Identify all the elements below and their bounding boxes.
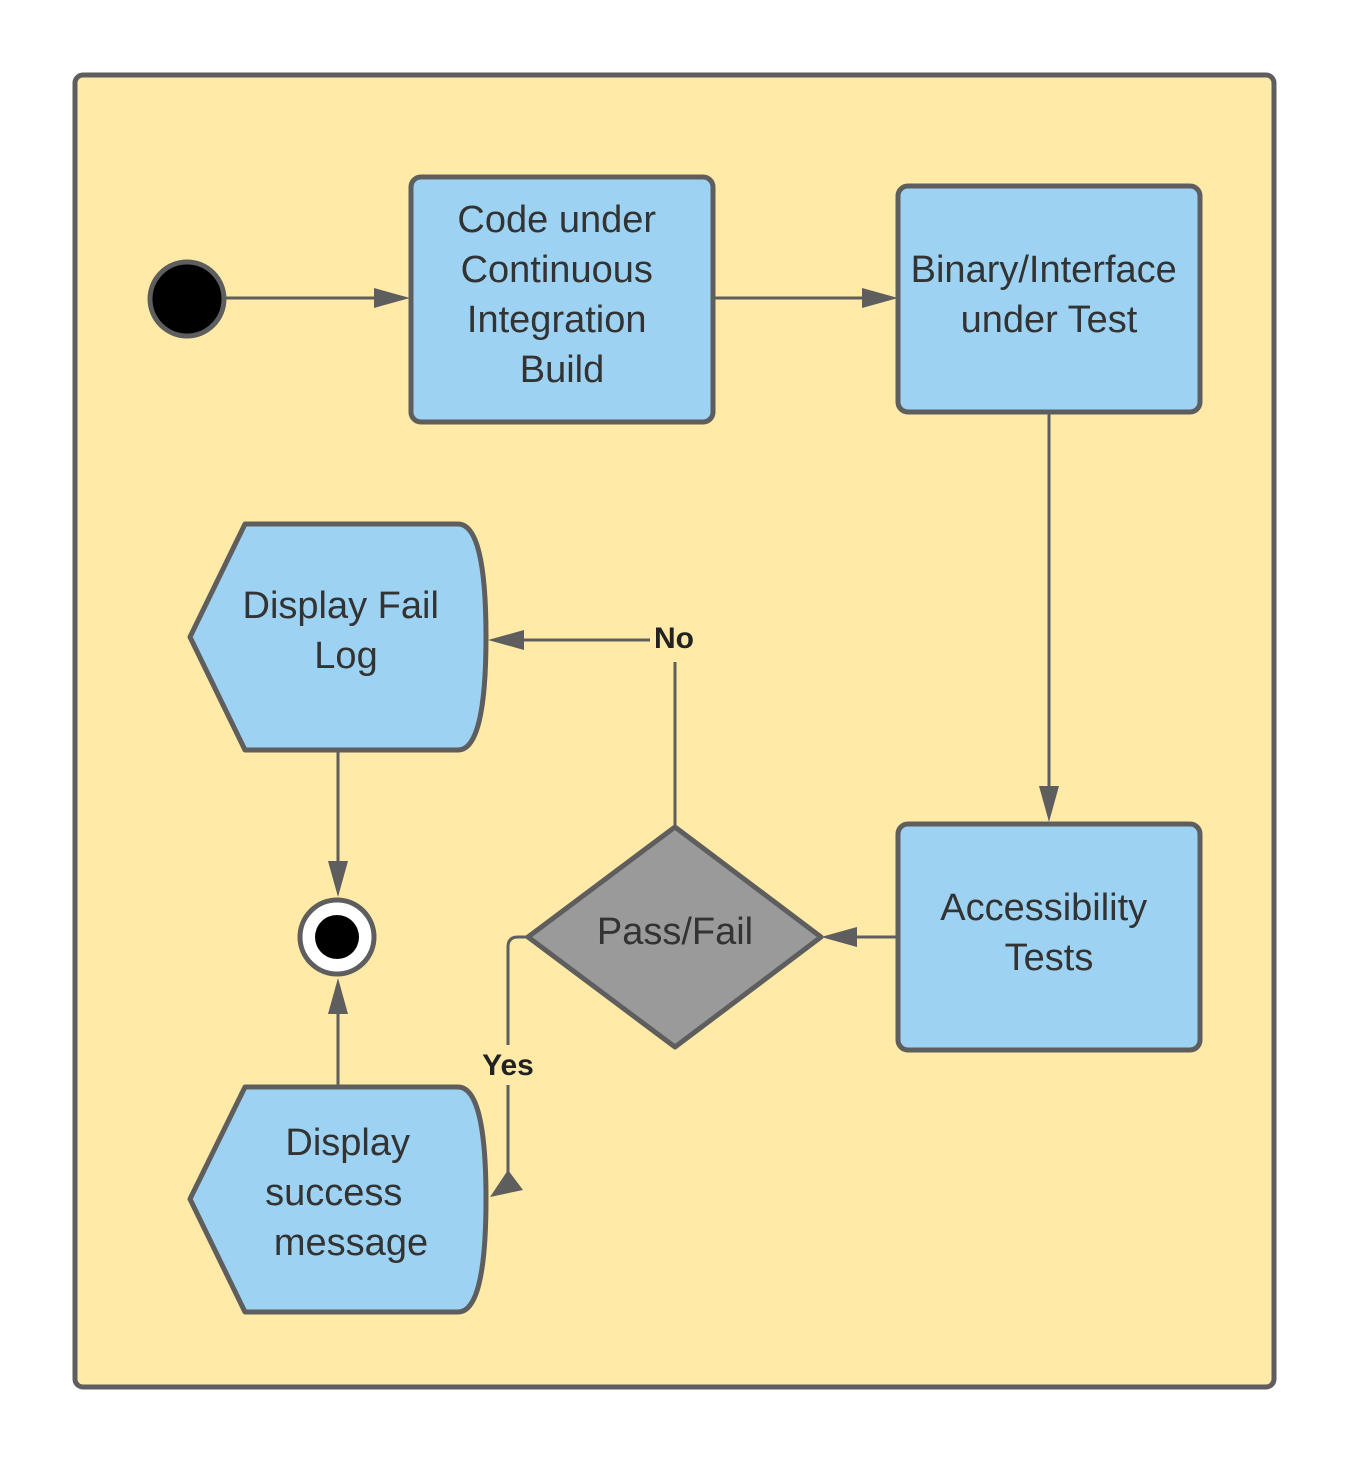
end-node xyxy=(297,897,377,977)
arrowhead-build xyxy=(374,288,410,308)
decision-label: Pass/Fail xyxy=(597,911,753,953)
edge-label-yes: Yes xyxy=(482,1049,534,1082)
display-fail-log-label: Display Fail Log xyxy=(243,585,450,677)
arrowhead-accessibility xyxy=(1039,786,1059,822)
activity-accessibility-tests: Accessibility Tests xyxy=(895,821,1203,1053)
arrowhead-end-top xyxy=(328,861,348,897)
display-success-message: Display success message xyxy=(187,1084,489,1315)
arrowhead-success xyxy=(490,1170,523,1197)
arrowhead-fail-log xyxy=(488,630,524,650)
edges xyxy=(226,288,1059,1197)
activity-binary-label: Binary/Interface under Test xyxy=(911,249,1188,341)
edge-label-no: No xyxy=(654,622,694,655)
arrowhead-decision xyxy=(821,927,857,947)
edge-decision-to-success xyxy=(506,935,528,1185)
decision-pass-fail: Pass/Fail xyxy=(525,824,824,1050)
activity-build-label: Code under Continuous Integration Build xyxy=(457,199,666,391)
display-success-label: Display success message xyxy=(265,1122,428,1264)
arrowhead-binary xyxy=(862,288,898,308)
activity-accessibility-label: Accessibility Tests xyxy=(940,887,1158,979)
start-node xyxy=(147,259,227,339)
activity-binary-under-test: Binary/Interface under Test xyxy=(895,183,1203,415)
activity-build: Code under Continuous Integration Build xyxy=(408,174,716,425)
edge-decision-to-fail-log xyxy=(510,638,677,827)
display-fail-log: Display Fail Log xyxy=(187,521,489,753)
arrowhead-end-bottom xyxy=(328,978,348,1014)
